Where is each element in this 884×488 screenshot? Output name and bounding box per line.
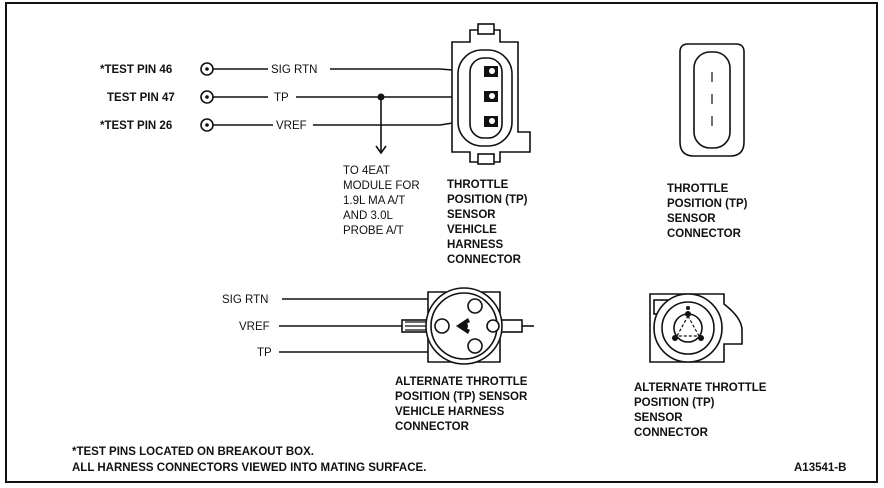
alt-sensor-label-line-3: SENSOR bbox=[634, 412, 683, 424]
wire-vref-bottom: VREF bbox=[239, 321, 405, 333]
sensor-connector-label: THROTTLE POSITION (TP) SENSOR CONNECTOR bbox=[667, 183, 748, 240]
wire-sig-rtn-top-label: SIG RTN bbox=[271, 64, 317, 76]
sensor-label-line-1: THROTTLE bbox=[667, 183, 729, 195]
diagram-border bbox=[5, 2, 878, 483]
module-note-line-3: 1.9L MA A/T bbox=[343, 195, 405, 207]
harness-label-line-3: SENSOR bbox=[447, 209, 496, 221]
harness-label-line-6: CONNECTOR bbox=[447, 254, 522, 266]
wire-tp-bottom: TP bbox=[257, 347, 440, 359]
harness-connector-label: THROTTLE POSITION (TP) SENSOR VEHICLE HA… bbox=[447, 179, 528, 266]
test-pin-26-label: *TEST PIN 26 bbox=[100, 120, 172, 132]
wire-tp-top: TP bbox=[213, 92, 490, 155]
alt-harness-label-line-1: ALTERNATE THROTTLE bbox=[395, 376, 528, 388]
module-note: TO 4EAT MODULE FOR 1.9L MA A/T AND 3.0L … bbox=[343, 165, 420, 237]
wire-vref-top: VREF bbox=[213, 116, 491, 132]
wire-sig-rtn-bottom: SIG RTN bbox=[222, 294, 450, 306]
alt-sensor-label-line-2: POSITION (TP) bbox=[634, 397, 715, 409]
alt-harness-label-line-4: CONNECTOR bbox=[395, 421, 470, 433]
sensor-label-line-4: CONNECTOR bbox=[667, 228, 742, 240]
alt-harness-label: ALTERNATE THROTTLE POSITION (TP) SENSOR … bbox=[395, 376, 528, 433]
module-note-line-5: PROBE A/T bbox=[343, 225, 404, 237]
alt-harness-connector-drawing bbox=[401, 287, 534, 365]
alt-sensor-label-line-4: CONNECTOR bbox=[634, 427, 709, 439]
test-pin-26: *TEST PIN 26 bbox=[100, 118, 214, 132]
alt-sensor-label-line-1: ALTERNATE THROTTLE bbox=[634, 382, 767, 394]
alt-harness-label-line-3: VEHICLE HARNESS bbox=[395, 406, 505, 418]
alt-sensor-label: ALTERNATE THROTTLE POSITION (TP) SENSOR … bbox=[634, 382, 767, 439]
test-pin-46: *TEST PIN 46 bbox=[100, 62, 214, 76]
alt-harness-label-line-2: POSITION (TP) SENSOR bbox=[395, 391, 528, 403]
harness-label-line-1: THROTTLE bbox=[447, 179, 509, 191]
footnote-harness-view: ALL HARNESS CONNECTORS VIEWED INTO MATIN… bbox=[72, 462, 426, 474]
test-pin-47-label: TEST PIN 47 bbox=[107, 92, 175, 104]
alt-sensor-connector-drawing bbox=[649, 293, 743, 363]
wire-sig-rtn-bottom-label: SIG RTN bbox=[222, 294, 268, 306]
harness-label-line-2: POSITION (TP) bbox=[447, 194, 528, 206]
wire-vref-top-label: VREF bbox=[276, 120, 307, 132]
module-note-line-2: MODULE FOR bbox=[343, 180, 420, 192]
test-pin-47: TEST PIN 47 bbox=[107, 90, 214, 104]
module-note-line-4: AND 3.0L bbox=[343, 210, 393, 222]
wire-tp-top-label: TP bbox=[274, 92, 289, 104]
wire-sig-rtn-top: SIG RTN bbox=[213, 64, 491, 76]
sensor-connector-drawing bbox=[679, 43, 745, 157]
module-note-line-1: TO 4EAT bbox=[343, 165, 390, 177]
footnote-test-pins: *TEST PINS LOCATED ON BREAKOUT BOX. bbox=[72, 446, 314, 458]
sensor-label-line-2: POSITION (TP) bbox=[667, 198, 748, 210]
harness-connector-drawing bbox=[451, 23, 531, 165]
harness-label-line-5: HARNESS bbox=[447, 239, 504, 251]
figure-id: A13541-B bbox=[794, 462, 846, 474]
harness-label-line-4: VEHICLE bbox=[447, 224, 497, 236]
wire-vref-bottom-label: VREF bbox=[239, 321, 270, 333]
sensor-label-line-3: SENSOR bbox=[667, 213, 716, 225]
wire-tp-bottom-label: TP bbox=[257, 347, 272, 359]
test-pin-46-label: *TEST PIN 46 bbox=[100, 64, 172, 76]
